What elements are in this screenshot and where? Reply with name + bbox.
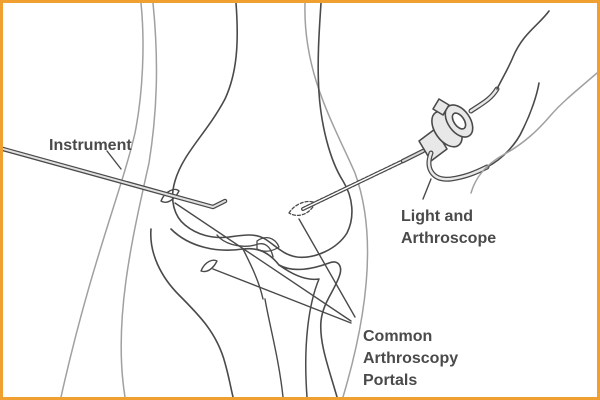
instrument-label: Instrument — [49, 135, 132, 157]
leader-portal-lower — [212, 268, 352, 324]
leader-portal-upper — [174, 202, 352, 322]
leader-instrument — [106, 150, 122, 170]
skin-right-edge — [304, 3, 369, 397]
light-label-line2: Arthroscope — [401, 230, 497, 247]
instrument-probe — [3, 146, 228, 210]
leader-portal-scope — [298, 218, 356, 318]
leader-lines — [106, 150, 432, 324]
instrument-label-text: Instrument — [49, 137, 132, 154]
leader-arthroscope — [422, 178, 432, 200]
fibula-bone — [278, 264, 320, 397]
light-cable — [468, 10, 550, 114]
meniscus — [256, 236, 280, 252]
arthroscope-shaft-inside-core — [302, 160, 404, 210]
fibula-head — [264, 298, 284, 397]
leg-skin-outline — [60, 3, 369, 397]
portals-label-line1: Common — [363, 328, 433, 345]
portals-label-line2: Arthroscopy — [363, 350, 459, 367]
knee-arthroscopy-illustration — [3, 3, 597, 397]
light-arthroscope-label: Light and Arthroscope — [401, 206, 496, 250]
tibia-bone — [150, 228, 234, 397]
portals-label: Common Arthroscopy Portals — [363, 326, 458, 392]
patella-outline — [216, 234, 274, 258]
femur-bone — [171, 3, 353, 258]
camera-cable — [426, 82, 540, 182]
tibia-inner-line — [242, 248, 264, 300]
hand-outline — [470, 72, 597, 194]
arthroscope-body — [418, 98, 474, 162]
light-label-line1: Light and — [401, 208, 473, 225]
portal-lower — [200, 259, 218, 273]
arthroscope-shaft-core — [402, 150, 424, 162]
portals-label-line3: Portals — [363, 372, 418, 389]
skin-left-inner — [120, 3, 158, 397]
skin-left-edge — [60, 3, 144, 397]
